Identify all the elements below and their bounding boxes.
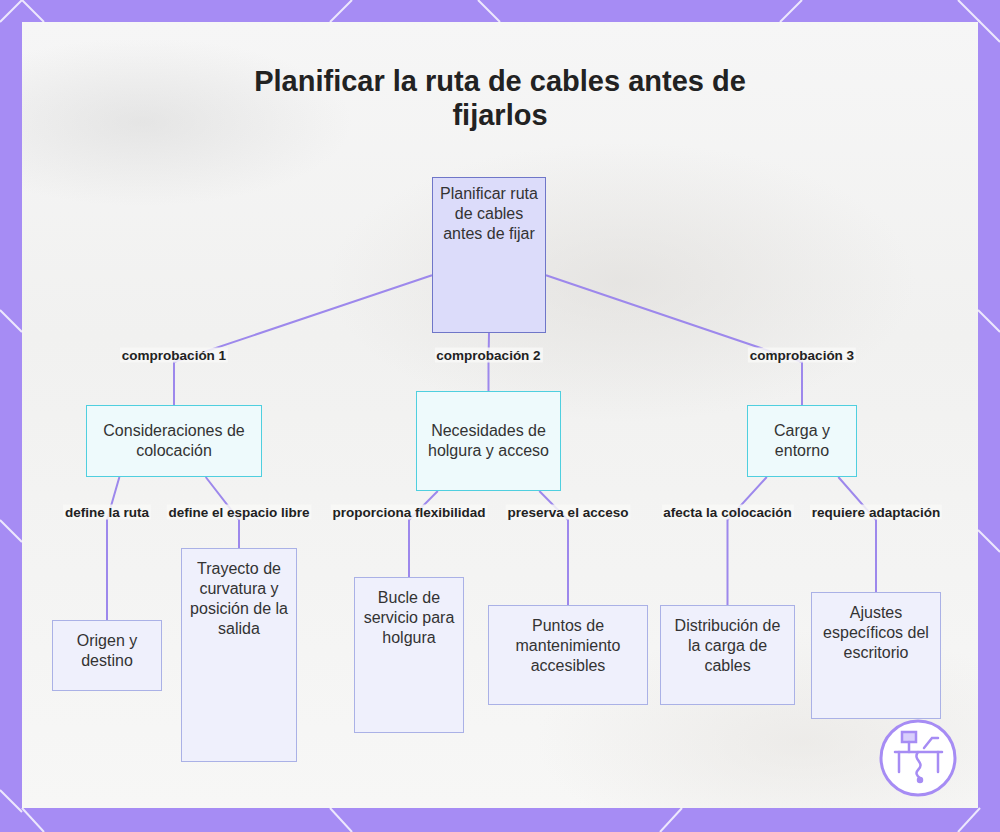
node-text: Distribución de la carga de cables [669,616,786,676]
edge-label: proporciona flexibilidad [330,505,487,520]
detail-box: Ajustes específicos del escritorio [811,592,941,719]
detail-box: Puntos de mantenimiento accesibles [488,605,648,705]
node-text: Origen y destino [61,631,153,671]
detail-box: Bucle de servicio para holgura [354,577,464,733]
edge-label: requiere adaptación [810,505,942,520]
node-text: Carga y entorno [756,421,848,461]
node-text: Trayecto de curvatura y posición de la s… [190,559,288,639]
connector-line [107,477,119,620]
category-box: Consideraciones de colocación [86,405,262,477]
edge-label: comprobación 2 [434,348,542,363]
edge-label: define la ruta [63,505,151,520]
node-text: Necesidades de holgura y acceso [425,421,552,461]
connector-line [728,477,767,605]
edge-label: preserva el acceso [506,505,631,520]
edge-label: afecta la colocación [661,505,793,520]
edge-label: define el espacio libre [166,505,311,520]
edge-label: comprobación 3 [748,348,856,363]
category-box: Carga y entorno [747,405,857,477]
node-text: Puntos de mantenimiento accesibles [497,616,639,676]
node-text: Ajustes específicos del escritorio [820,603,932,663]
connector-line [838,477,876,592]
detail-box: Origen y destino [52,620,162,691]
diagram-title: Planificar la ruta de cables antes de fi… [230,64,770,132]
node-text: Consideraciones de colocación [95,421,253,461]
edge-label: comprobación 1 [120,348,228,363]
detail-box: Trayecto de curvatura y posición de la s… [181,548,297,762]
node-text: Planificar ruta de cables antes de fijar [439,184,539,244]
node-text: Bucle de servicio para holgura [363,588,455,648]
connector-line [546,275,802,405]
category-box: Necesidades de holgura y acceso [416,391,561,491]
connector-line [174,275,432,405]
root-box: Planificar ruta de cables antes de fijar [432,177,546,333]
detail-box: Distribución de la carga de cables [660,605,795,705]
